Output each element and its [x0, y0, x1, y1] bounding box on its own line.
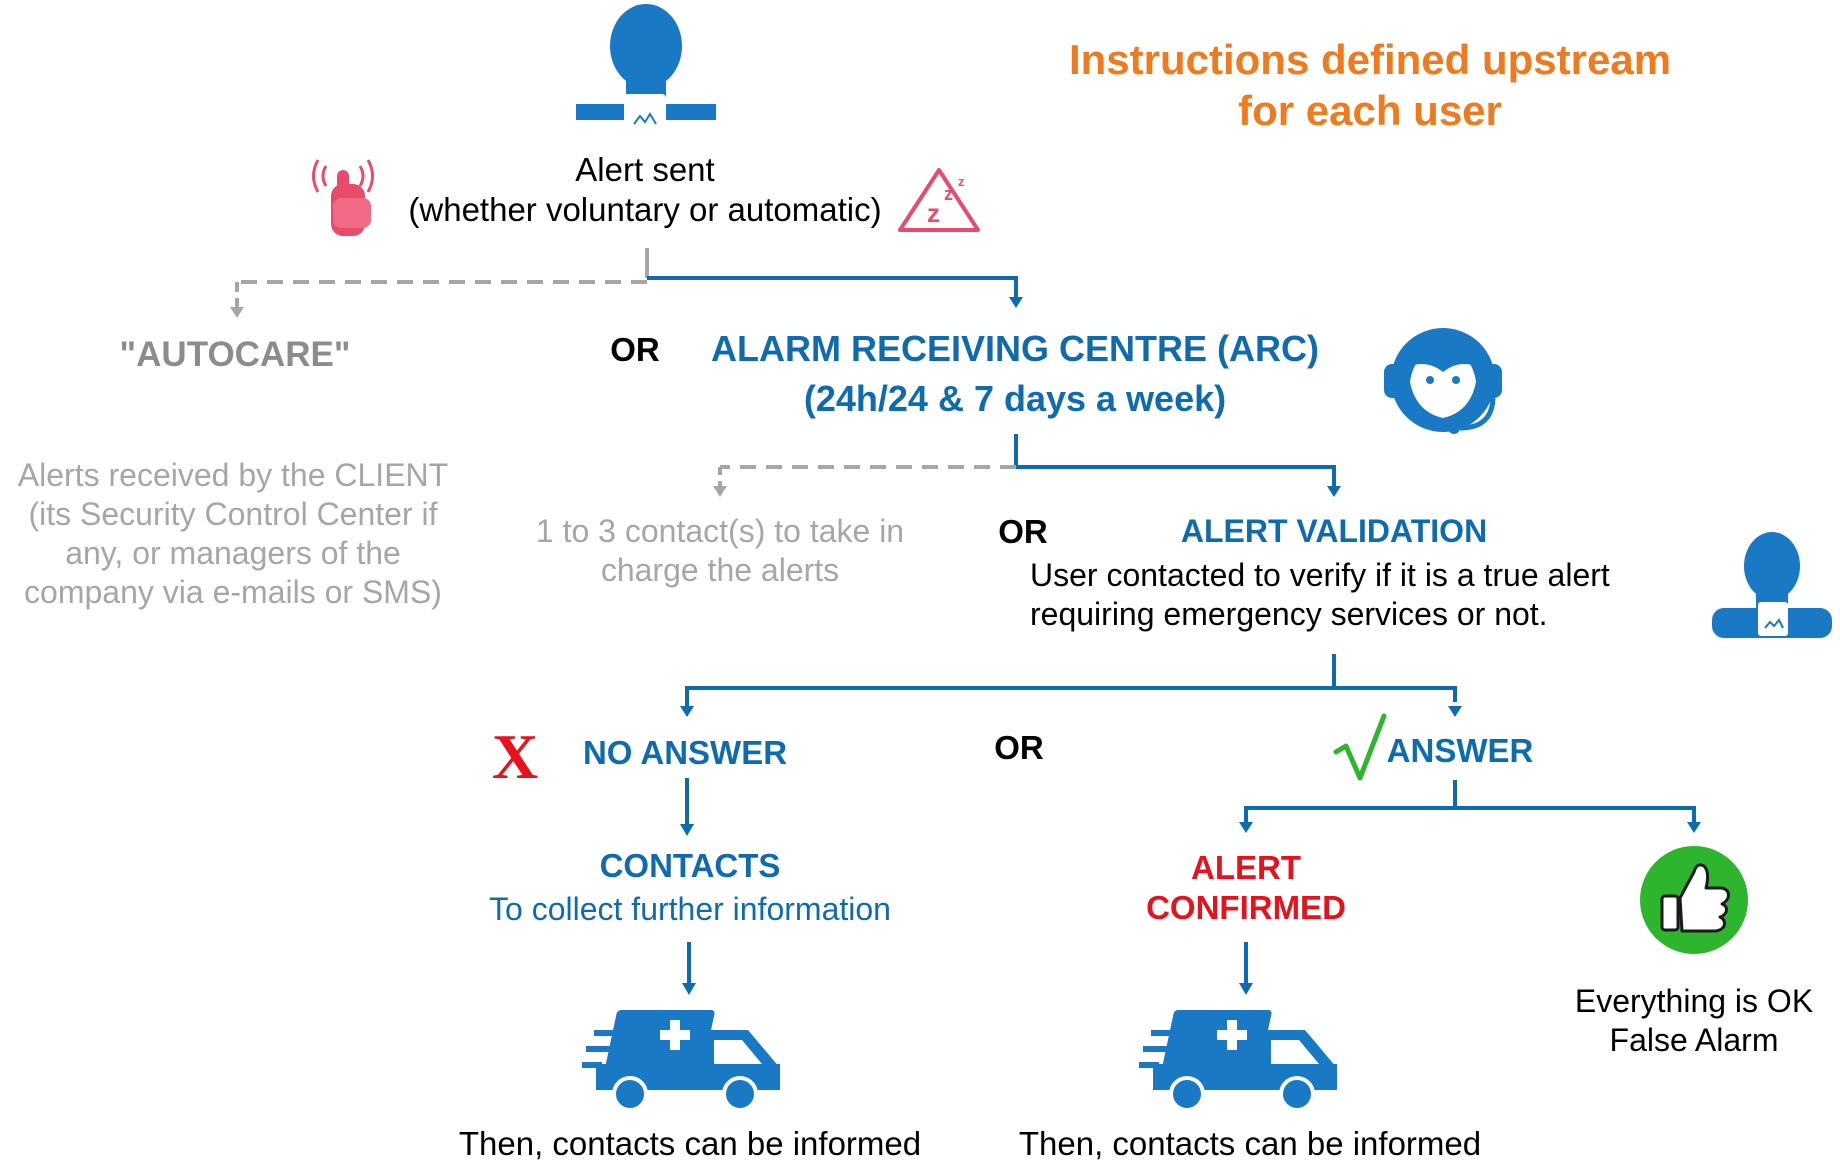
touch-alert-icon [312, 159, 374, 236]
header-title-line2: for each user [1238, 87, 1502, 135]
arc-line2: (24h/24 & 7 days a week) [803, 377, 1227, 419]
connector-confirmed-ambulance [1239, 942, 1253, 995]
autocare-description: Alerts received by the CLIENT (its Secur… [0, 456, 466, 612]
operator-headset-icon [1384, 328, 1502, 434]
answer-mark [1333, 713, 1387, 781]
ok-label: Everything is OK False Alarm [1544, 982, 1840, 1060]
svg-text:z: z [944, 184, 953, 204]
sleep-warning-icon: z z z [898, 168, 980, 232]
ok-line1: Everything is OK [1574, 983, 1814, 1019]
thumbs-up-icon [1640, 846, 1748, 954]
connector-alert-split [230, 248, 1023, 318]
or-label: OR [610, 331, 660, 368]
validation-line1: User contacted to verify if it is a true… [1030, 557, 1610, 593]
or-label: OR [994, 729, 1044, 766]
autocare-title: "AUTOCARE" [119, 335, 351, 374]
validation-line2: requiring emergency services or not. [1030, 596, 1548, 633]
ok-line2: False Alarm [1609, 1022, 1779, 1059]
validation-title: ALERT VALIDATION [1180, 513, 1488, 549]
svg-text:z: z [927, 198, 940, 228]
ambulance-icon [582, 1010, 780, 1112]
answer-label: ANSWER [1386, 732, 1534, 769]
contacts-footer: Then, contacts can be informed [458, 1125, 922, 1162]
contacts-option-line2: charge the alerts [600, 552, 840, 589]
no-answer-mark: X [492, 721, 538, 792]
or-label: OR [998, 513, 1048, 550]
connector-contacts-ambulance [682, 942, 696, 995]
contacts-title: CONTACTS [599, 847, 781, 884]
alert-sent-label: Alert sent (whether voluntary or automat… [380, 150, 910, 231]
contacts-option-text: 1 to 3 contact(s) to take in charge the … [500, 512, 940, 590]
svg-text:X: X [492, 721, 538, 792]
validation-description: User contacted to verify if it is a true… [1030, 556, 1650, 634]
alert-confirmed-line1: ALERT [1191, 849, 1301, 886]
alert-sent-line2: (whether voluntary or automatic) [408, 191, 882, 229]
autocare-desc-line1: Alerts received by the CLIENT [17, 457, 449, 493]
autocare-desc-line2: (its Security Control Center if [28, 496, 438, 533]
contacts-option-line1: 1 to 3 contact(s) to take in [535, 513, 905, 549]
ambulance-icon [1139, 1010, 1337, 1112]
svg-text:z: z [958, 174, 965, 189]
header-title: Instructions defined upstream for each u… [1010, 34, 1730, 136]
arc-line1: ALARM RECEIVING CENTRE (ARC) [711, 328, 1319, 369]
user-icon [1712, 532, 1832, 638]
alert-confirmed-label: ALERT CONFIRMED [1106, 848, 1386, 929]
no-answer-label: NO ANSWER [582, 734, 788, 771]
autocare-desc-line3: any, or managers of the [65, 535, 401, 572]
connector-answer-split [1239, 780, 1701, 833]
autocare-desc-line4: company via e-mails or SMS) [24, 574, 442, 611]
connector-validation-split [680, 654, 1462, 717]
alert-confirmed-line2: CONFIRMED [1146, 889, 1346, 927]
contacts-description: To collect further information [489, 891, 891, 927]
confirmed-footer: Then, contacts can be informed [1018, 1125, 1482, 1162]
alert-sent-line1: Alert sent [575, 151, 715, 188]
connector-arc-split [713, 434, 1341, 497]
user-icon [576, 4, 716, 134]
connector-noanswer-contacts [680, 778, 694, 836]
header-title-line1: Instructions defined upstream [1068, 36, 1672, 83]
arc-title: ALARM RECEIVING CENTRE (ARC) (24h/24 & 7… [680, 324, 1350, 423]
